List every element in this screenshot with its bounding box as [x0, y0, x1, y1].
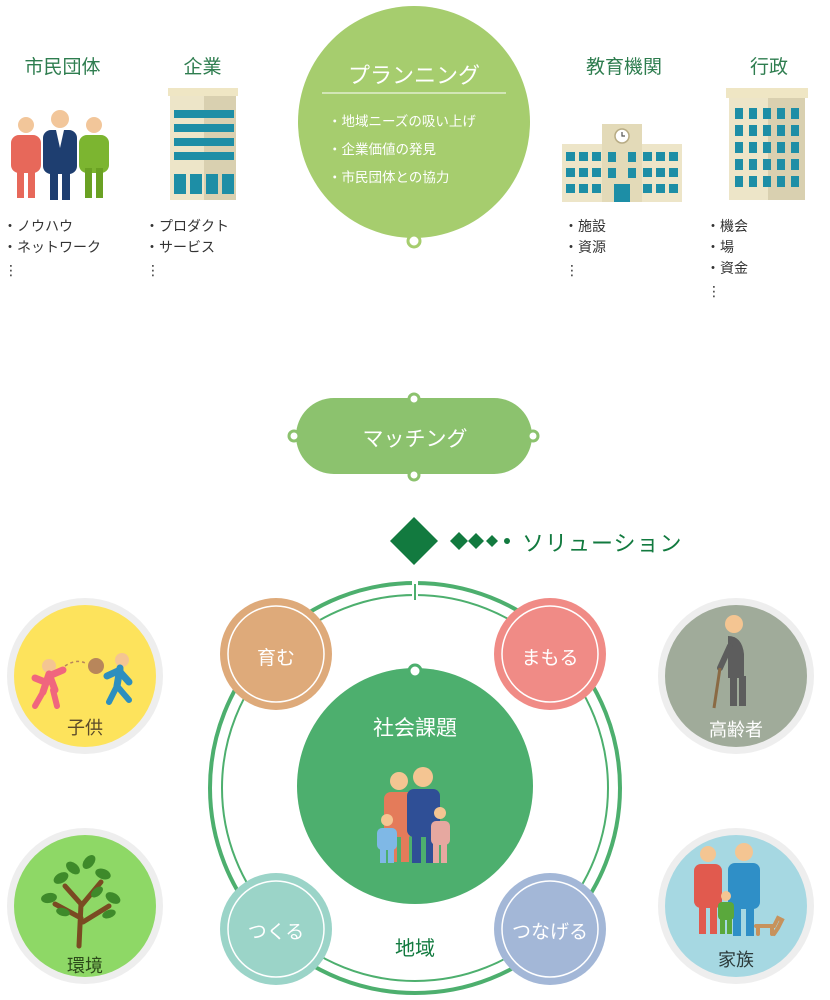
family-people-icon: [377, 767, 450, 863]
government-building-icon: [726, 88, 808, 200]
stakeholder-title: 行政: [749, 56, 788, 78]
tree-icon: [41, 855, 121, 949]
stakeholder-item: ・プロダクト: [145, 219, 229, 235]
family-label: 家族: [718, 950, 754, 971]
connector-dot: [526, 429, 540, 443]
elderly-circle: [658, 598, 814, 754]
stakeholder-title: 企業: [183, 56, 222, 78]
environment-circle: [7, 828, 163, 984]
connector-dot: [407, 663, 423, 679]
stakeholder-title: 教育機関: [585, 56, 662, 78]
children-circle: [7, 598, 163, 754]
elderly-label: 高齢者: [709, 720, 763, 741]
stakeholder-item: ・機会: [706, 219, 748, 235]
more-indicator: ⋮: [146, 263, 160, 279]
make-label: つくる: [247, 921, 305, 943]
planning-item: ・企業価値の発見: [328, 142, 436, 158]
children-playing-icon: [31, 653, 133, 709]
solution-label: ソリューション: [522, 532, 683, 557]
stakeholder-item: ・サービス: [145, 240, 215, 256]
more-indicator: ⋮: [707, 284, 721, 300]
connector-dot: [407, 468, 421, 482]
children-label: 子供: [67, 718, 103, 739]
connector-dot: [407, 392, 421, 406]
matching-label: マッチング: [362, 427, 468, 451]
connect-bubble: [494, 873, 606, 985]
make-bubble: [220, 873, 332, 985]
stakeholder-item: ・場: [706, 240, 734, 256]
solution-diamond-icon: [390, 517, 510, 565]
more-indicator: ⋮: [4, 263, 18, 279]
connector-dot: [406, 233, 422, 249]
protect-label: まもる: [521, 647, 579, 669]
more-indicator: ⋮: [565, 263, 579, 279]
nurture-bubble: [220, 598, 332, 710]
connect-label: つなげる: [511, 921, 588, 943]
planning-title: プランニング: [347, 64, 480, 89]
stakeholder-item: ・資金: [706, 261, 748, 277]
nurture-label: 育む: [256, 647, 295, 669]
stakeholder-item: ・ノウハウ: [3, 219, 73, 235]
family-circle: [658, 828, 814, 984]
family-with-dog-icon: [694, 843, 785, 936]
region-label: 地域: [395, 936, 435, 960]
connector-dot: [287, 429, 301, 443]
region-ring: [208, 580, 622, 995]
stakeholder-item: ・資源: [564, 240, 606, 256]
citizens-icon: [11, 110, 109, 200]
office-building-icon: [168, 88, 238, 200]
center-title: 社会課題: [373, 716, 457, 740]
planning-item: ・市民団体との協力: [328, 170, 450, 186]
protect-bubble: [494, 598, 606, 710]
stakeholder-title: 市民団体: [24, 56, 101, 78]
planning-item: ・地域ニーズの吸い上げ: [328, 114, 476, 130]
school-building-icon: [562, 124, 682, 202]
stakeholder-item: ・施設: [564, 219, 606, 235]
environment-label: 環境: [67, 956, 103, 977]
stakeholder-item: ・ネットワーク: [3, 240, 101, 256]
elderly-person-icon: [712, 615, 746, 709]
